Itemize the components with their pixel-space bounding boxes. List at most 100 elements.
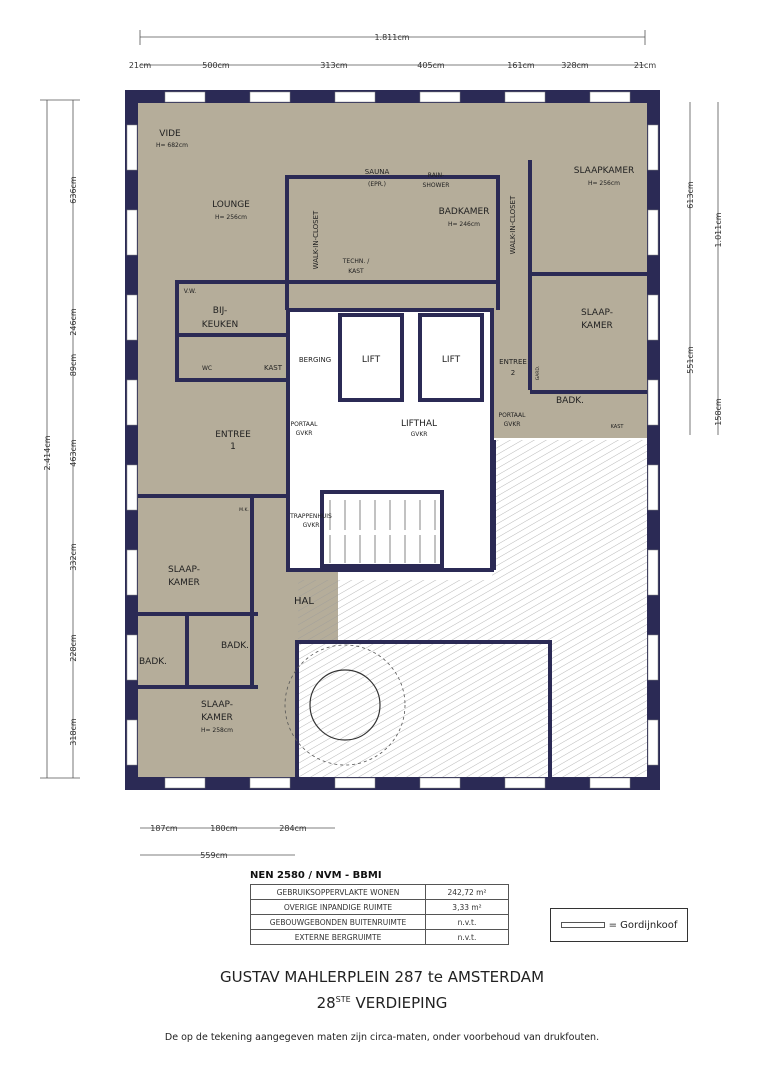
label-techn: TECHN. / [342,258,370,265]
label-kamer-4: KAMER [201,713,233,723]
label-trappenhuis-sub: GVKR [303,522,320,529]
label-lounge: LOUNGE [212,200,250,210]
row-label: OVERIGE INPANDIGE RUIMTE [250,899,426,915]
dim-left-total: 2.414cm [43,435,52,470]
label-trappenhuis: TRAPPENHUIS [289,513,332,520]
disclaimer-note: De op de tekening aangegeven maten zijn … [164,1032,600,1043]
label-walkin-closet-2: WALK-IN-CLOSET [509,195,517,254]
left-dimensions: 2.414cm 636cm 246cm 89cm 463cm 332cm 228… [40,99,80,779]
label-keuken: KEUKEN [202,320,239,330]
row-label: GEBRUIKSOPPERVLAKTE WONEN [250,884,426,900]
label-walkin-closet-1: WALK-IN-CLOSET [312,210,320,269]
label-slaap-4-height: H= 258cm [201,727,233,734]
dim-left-seg: 636cm [69,176,78,204]
label-vw: V.W. [184,288,196,295]
label-badkamer-height: H= 246cm [448,221,480,228]
label-portaal-2: PORTAAL [499,412,527,419]
area-table-title: NEN 2580 / NVM - BBMI [250,870,382,881]
legend-box: = Gordijnkoof [550,908,688,942]
spiral-stair [309,669,381,741]
windows [126,91,659,789]
dim-top-seg: 161cm [507,61,535,70]
label-entree-2: ENTREE [499,358,527,366]
label-bij: BIJ- [213,306,227,316]
label-vide-height: H= 682cm [156,142,188,149]
dim-top-total: 1.811cm [374,33,409,42]
top-dimensions: 1.811cm 21cm 500cm 313cm 405cm 161cm 328… [129,30,657,70]
dim-right-total: 1.011cm [714,212,723,247]
dim-right-seg: 613cm [686,181,695,209]
dim-left-seg: 246cm [69,308,78,336]
label-portaal-1: PORTAAL [291,421,319,428]
label-lifthal: LIFTHAL [401,419,437,429]
dim-left-seg: 463cm [69,439,78,467]
label-berging: BERGING [299,356,331,364]
label-kast: KAST [264,364,283,372]
label-portaal-1-sub: GVKR [296,430,313,437]
floor-word: VERDIEPING [355,994,448,1012]
label-entree-2-num: 2 [511,369,515,377]
stairwell [320,490,444,568]
label-badkamer: BADKAMER [439,207,490,217]
dim-left-seg: 89cm [69,354,78,377]
curtain-rail-icon [560,922,605,928]
label-kast-3: KAST [611,424,625,430]
label-badk-1: BADK. [556,396,584,406]
label-slaap-4: SLAAP- [201,700,233,710]
dim-left-seg: 332cm [69,543,78,571]
room-labels: VIDE H= 682cm LOUNGE H= 256cm SAUNA (EPR… [139,129,634,734]
label-lift-1: LIFT [362,355,381,365]
rooms [138,103,647,777]
label-shower: SHOWER [423,182,450,189]
label-lift-2: LIFT [442,355,461,365]
label-badk-3: BADK. [221,641,249,651]
dim-top-seg: 21cm [129,61,152,70]
right-dimensions: 613cm 551cm 1.011cm 158cm [686,102,723,435]
label-slaapkamer-height: H= 256cm [588,180,620,187]
row-label: GEBOUWGEBONDEN BUITENRUIMTE [250,914,426,930]
dim-bottom-seg: 187cm [150,824,178,833]
lift-1 [338,313,404,402]
legend-label: = Gordijnkoof [608,919,678,931]
dim-top-seg: 313cm [320,61,348,70]
floor-number: 28 [316,994,336,1012]
label-portaal-2-sub: GVKR [504,421,521,428]
label-gard: GARD. [535,366,541,381]
floor-suffix: STE [335,995,351,1004]
row-value: n.v.t. [425,914,509,930]
dim-right-seg: 551cm [686,346,695,374]
bottom-dimensions: 187cm 180cm 284cm 559cm [140,824,335,860]
label-techn-kast: KAST [348,268,364,275]
row-label: EXTERNE BERGRUIMTE [250,929,426,945]
row-value: 3,33 m² [425,899,509,915]
floor-title: 28STE VERDIEPING [0,994,764,1012]
label-lounge-height: H= 256cm [215,214,247,221]
row-value: 242,72 m² [425,884,509,900]
dim-right-extra: 158cm [714,398,723,426]
label-vide: VIDE [159,129,181,139]
label-badk-2: BADK. [139,657,167,667]
dim-top-seg: 500cm [202,61,230,70]
label-kamer-2: KAMER [581,321,613,331]
label-wc: WC [202,365,212,372]
label-sauna-sub: (EPR.) [368,181,386,188]
label-hal: HAL [294,596,314,607]
label-entree-1: ENTREE [215,430,251,440]
label-slaap-2: SLAAP- [581,308,613,318]
dim-bottom-seg: 284cm [279,824,307,833]
address-title: GUSTAV MAHLERPLEIN 287 te AMSTERDAM [219,968,545,986]
area-table-block: NEN 2580 / NVM - BBMI GEBRUIKSOPPERVLAKT… [250,870,509,945]
label-sauna: SAUNA [365,168,390,176]
dim-top-seg: 328cm [561,61,589,70]
label-mk: M.K. [239,507,249,513]
dim-top-seg: 21cm [634,61,657,70]
label-slaapkamer: SLAAPKAMER [574,166,635,176]
row-value: n.v.t. [425,929,509,945]
dim-left-seg: 228cm [69,634,78,662]
dim-left-seg: 318cm [69,718,78,746]
dim-top-seg: 405cm [417,61,445,70]
